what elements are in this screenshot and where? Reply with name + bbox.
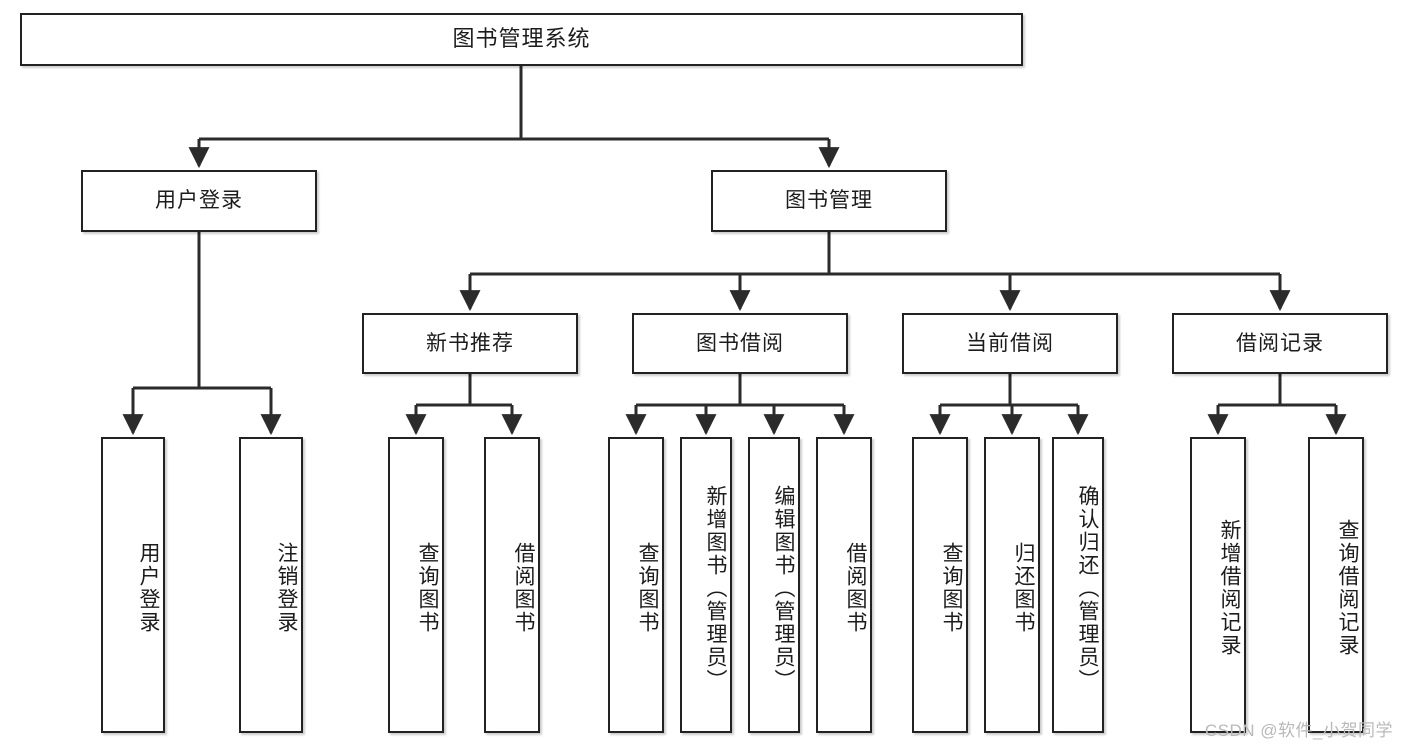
node-leaf-add-book[interactable]: 新增图书（管理员） — [680, 437, 732, 733]
node-leaf-query-record-label: 查询借阅记录 — [1336, 519, 1359, 657]
node-leaf-logout[interactable]: 注销登录 — [239, 437, 303, 733]
node-leaf-add-record[interactable]: 新增借阅记录 — [1190, 437, 1246, 733]
node-leaf-query-book-1[interactable]: 查询图书 — [388, 437, 444, 733]
node-root[interactable]: 图书管理系统 — [20, 13, 1023, 66]
node-leaf-edit-book[interactable]: 编辑图书（管理员） — [748, 437, 800, 733]
node-borrow-record[interactable]: 借阅记录 — [1172, 313, 1388, 374]
node-leaf-add-record-label: 新增借阅记录 — [1218, 519, 1241, 657]
node-leaf-borrow-book-1-label: 借阅图书 — [512, 542, 535, 634]
node-borrow-record-label: 借阅记录 — [1236, 331, 1324, 355]
node-leaf-borrow-book-2[interactable]: 借阅图书 — [816, 437, 872, 733]
node-leaf-borrow-book-2-label: 借阅图书 — [844, 542, 867, 634]
node-book-manage-label: 图书管理 — [785, 189, 873, 213]
node-leaf-confirm-return[interactable]: 确认归还（管理员） — [1052, 437, 1104, 733]
node-new-book-recommend[interactable]: 新书推荐 — [362, 313, 578, 374]
node-leaf-edit-book-label: 编辑图书（管理员） — [772, 484, 795, 692]
node-leaf-add-book-label: 新增图书（管理员） — [704, 484, 727, 692]
node-leaf-user-login[interactable]: 用户登录 — [101, 437, 165, 733]
node-leaf-query-book-1-label: 查询图书 — [416, 542, 439, 634]
node-book-manage[interactable]: 图书管理 — [711, 170, 947, 232]
node-leaf-query-book-2[interactable]: 查询图书 — [608, 437, 664, 733]
node-user-login[interactable]: 用户登录 — [81, 170, 317, 232]
node-leaf-query-book-2-label: 查询图书 — [636, 542, 659, 634]
watermark-text: CSDN @软件_小贺同学 — [1204, 721, 1393, 740]
node-book-borrow[interactable]: 图书借阅 — [632, 313, 848, 374]
node-leaf-query-book-3-label: 查询图书 — [940, 542, 963, 634]
node-leaf-confirm-return-label: 确认归还（管理员） — [1076, 484, 1099, 692]
node-book-borrow-label: 图书借阅 — [696, 331, 784, 355]
node-current-borrow-label: 当前借阅 — [966, 331, 1054, 355]
node-leaf-query-record[interactable]: 查询借阅记录 — [1308, 437, 1364, 733]
node-leaf-return-book[interactable]: 归还图书 — [984, 437, 1040, 733]
node-leaf-query-book-3[interactable]: 查询图书 — [912, 437, 968, 733]
node-leaf-return-book-label: 归还图书 — [1012, 542, 1035, 634]
node-user-login-label: 用户登录 — [155, 189, 243, 213]
node-leaf-logout-label: 注销登录 — [275, 542, 298, 634]
node-root-label: 图书管理系统 — [452, 26, 591, 52]
node-leaf-user-login-label: 用户登录 — [137, 542, 160, 634]
node-leaf-borrow-book-1[interactable]: 借阅图书 — [484, 437, 540, 733]
node-current-borrow[interactable]: 当前借阅 — [902, 313, 1118, 374]
node-new-book-recommend-label: 新书推荐 — [426, 331, 514, 355]
